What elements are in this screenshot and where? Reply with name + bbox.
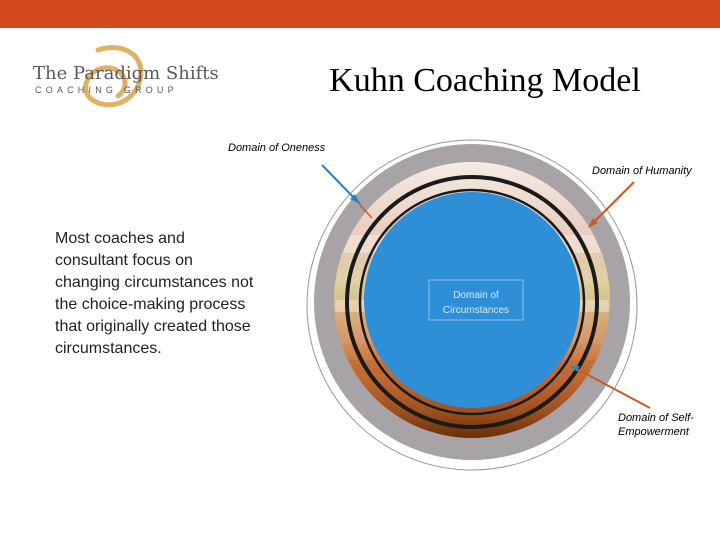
label-domain-of-humanity: Domain of Humanity xyxy=(592,165,692,177)
body-paragraph: Most coaches and consultant focus on cha… xyxy=(55,230,254,357)
domain-of-self-empowerment-ring xyxy=(345,175,599,429)
page-title: Kuhn Coaching Model xyxy=(329,62,641,99)
humanity-arrow xyxy=(589,181,635,227)
humanity-arrowhead xyxy=(588,218,598,228)
label-domain-of-self-empowerment: Domain of Self-Empowerment xyxy=(618,412,694,438)
logo-tagline-text: COACHING GROUP xyxy=(35,85,178,95)
logo-name-text: The Paradigm Shifts xyxy=(33,63,219,84)
oneness-arrowhead xyxy=(350,194,360,204)
logo-swirl-icon xyxy=(83,45,144,108)
top-accent-bar xyxy=(0,0,720,28)
self-empowerment-arrowhead xyxy=(570,366,580,372)
domain-of-circumstances-circle xyxy=(364,192,580,408)
oneness-arrow-tip xyxy=(359,204,373,219)
self-empowerment-arrow xyxy=(574,367,651,409)
circumstances-label-line1: Domain of xyxy=(453,290,499,301)
inner-black-ring xyxy=(358,188,586,416)
company-logo: The Paradigm Shifts COACHING GROUP xyxy=(28,40,219,115)
circumstances-label-line2: Circumstances xyxy=(443,305,509,316)
label-domain-of-oneness: Domain of Oneness xyxy=(228,142,326,154)
circumstances-label-box xyxy=(428,279,524,321)
